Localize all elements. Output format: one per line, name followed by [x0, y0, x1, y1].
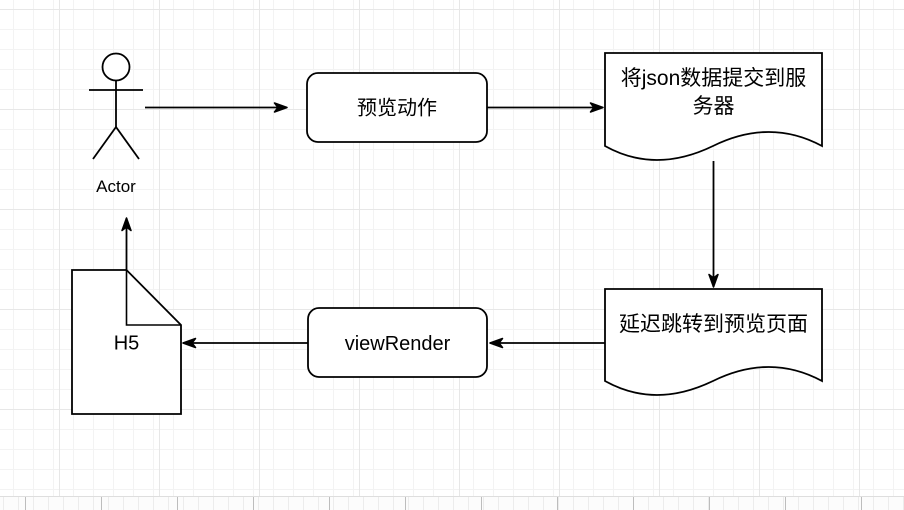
actor-label: Actor — [96, 177, 136, 196]
node-view-render[interactable]: viewRender — [307, 307, 488, 378]
actor-head — [101, 52, 131, 82]
delayed-redirect-document — [604, 288, 823, 396]
h5-folded-corner — [125, 270, 181, 326]
h5-note-outline — [71, 269, 182, 415]
actor-leg-right — [115, 126, 140, 160]
view-render-label: viewRender — [345, 333, 451, 355]
preview-action-box — [306, 72, 488, 143]
node-submit-json[interactable]: 将json数据提交到服 务器 — [604, 52, 823, 161]
h5-label: H5 — [114, 333, 140, 355]
node-preview-action[interactable]: 预览动作 — [306, 72, 488, 143]
view-render-box — [307, 307, 488, 378]
canvas-bottom-ruler — [0, 496, 904, 510]
submit-json-label-line1: 将json数据提交到服 — [621, 67, 807, 90]
actor-leg-left — [92, 126, 117, 160]
node-actor[interactable]: Actor — [89, 52, 143, 197]
submit-json-document — [604, 52, 823, 161]
submit-json-label-line2: 务器 — [693, 95, 735, 118]
delayed-redirect-label: 延迟跳转到预览页面 — [619, 313, 808, 336]
node-h5[interactable]: H5 — [71, 269, 182, 415]
preview-action-label: 预览动作 — [357, 97, 437, 120]
node-delayed-redirect[interactable]: 延迟跳转到预览页面 — [604, 288, 823, 396]
